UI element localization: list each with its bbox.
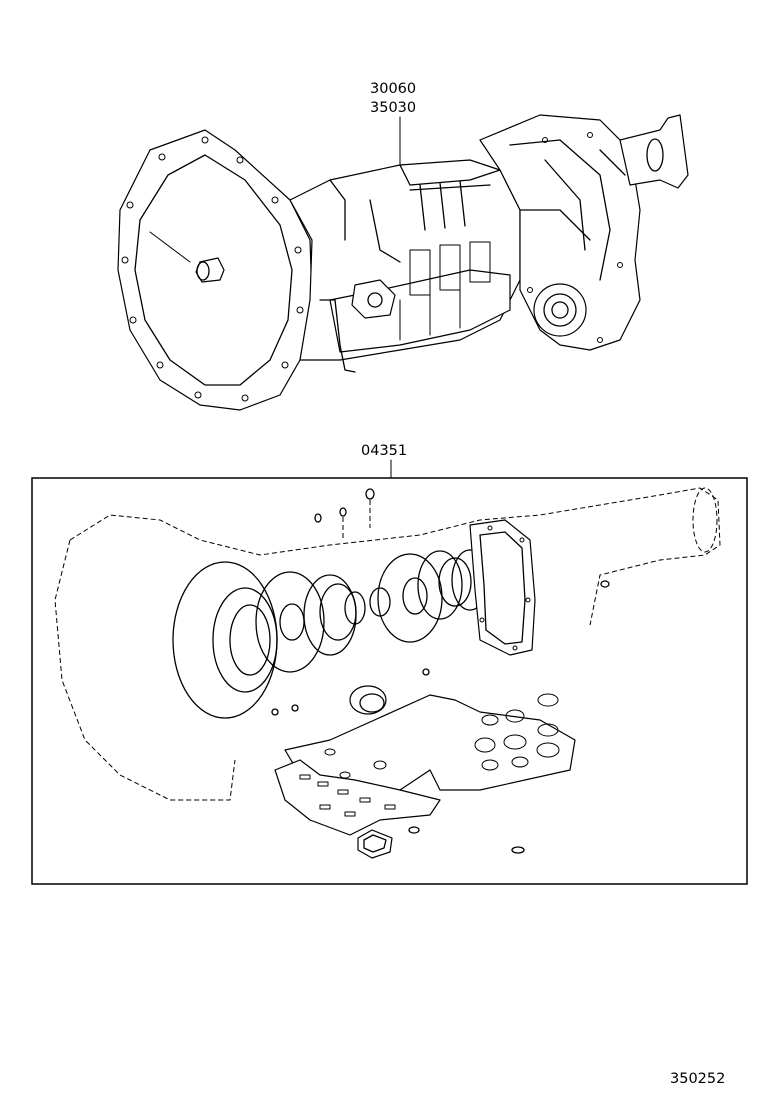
part-label-35030[interactable]: 35030 — [370, 100, 416, 116]
part-label-04351[interactable]: 04351 — [361, 443, 407, 459]
part-label-30060[interactable]: 30060 — [370, 81, 416, 97]
diagram-number: 350252 — [670, 1071, 725, 1087]
gasket-kit-illustration — [54, 487, 721, 859]
transmission-assembly-illustration — [117, 114, 689, 411]
kit-frame — [31, 477, 748, 885]
